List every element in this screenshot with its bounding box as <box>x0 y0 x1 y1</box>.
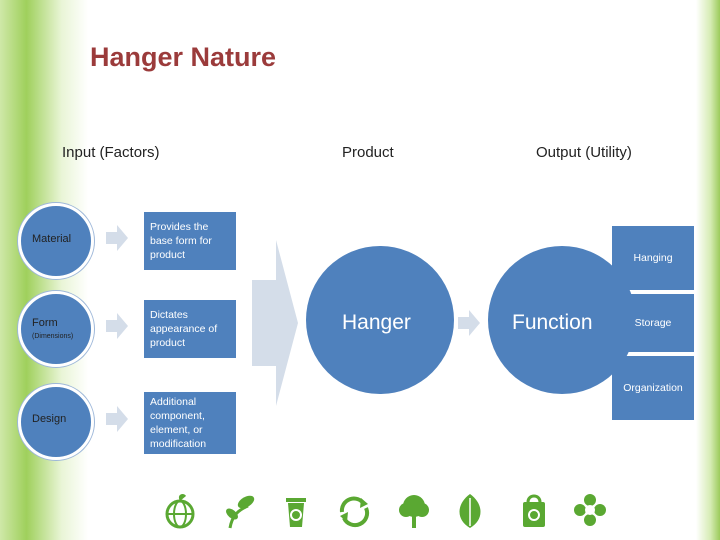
tree-icon <box>399 495 429 528</box>
product-arrow <box>458 310 480 336</box>
output-hanging-text: Hanging <box>633 252 673 264</box>
globe-icon <box>165 493 195 529</box>
leaf-icon <box>459 494 481 528</box>
input-arrow-2 <box>106 313 128 339</box>
output-storage: Storage <box>612 294 694 352</box>
recycle-bin-icon <box>286 498 306 527</box>
output-hanging: Hanging <box>612 226 694 290</box>
design-label: Design <box>32 413 67 425</box>
input-arrow-1 <box>106 225 128 251</box>
material-description: Provides the base form for product <box>144 212 236 270</box>
output-organization-text: Organization <box>623 382 683 394</box>
product-circle <box>306 246 454 394</box>
material-label: Material <box>32 233 72 245</box>
function-circle <box>488 246 636 394</box>
design-description-text: Additional component, element, or modifi… <box>150 396 207 450</box>
input-arrow-3 <box>106 406 128 432</box>
product-header: Product <box>342 144 394 161</box>
recycle-arrows-icon <box>339 496 370 528</box>
footer-icons <box>150 490 620 534</box>
design-circle <box>18 384 94 460</box>
form-circle <box>18 291 94 367</box>
sprout-icon <box>226 495 255 529</box>
function-label: Function <box>512 311 593 334</box>
big-arrow <box>252 240 298 406</box>
input-header: Input (Factors) <box>62 144 160 161</box>
material-circle <box>18 203 94 279</box>
form-description-text: Dictates appearance of product <box>150 309 218 349</box>
product-label: Hanger <box>342 311 411 334</box>
output-storage-text: Storage <box>634 317 672 329</box>
output-header: Output (Utility) <box>536 144 632 161</box>
form-description: Dictates appearance of product <box>144 300 236 358</box>
flower-icon <box>574 494 606 526</box>
recycle-bag-icon <box>523 494 545 527</box>
slide-title: Hanger Nature <box>90 42 277 72</box>
grass-decoration-right <box>696 0 720 540</box>
design-description: Additional component, element, or modifi… <box>144 392 236 454</box>
material-description-text: Provides the base form for product <box>150 221 212 261</box>
form-sub-label: (Dimensions) <box>32 333 74 340</box>
form-label: Form <box>32 317 58 329</box>
output-organization: Organization <box>612 356 694 420</box>
